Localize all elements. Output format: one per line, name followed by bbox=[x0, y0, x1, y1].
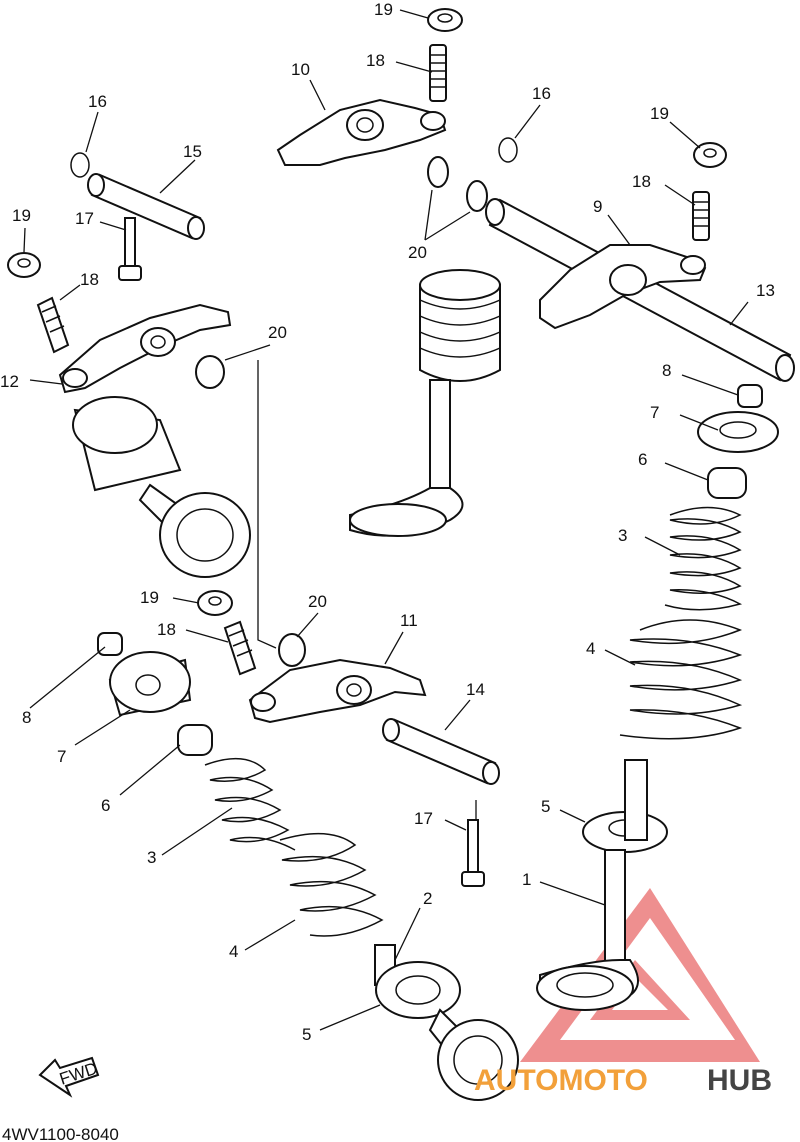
watermark-text-part1: AUTOMOTO bbox=[474, 1064, 648, 1097]
o-ring-16-left bbox=[70, 152, 90, 178]
callout-18: 18 bbox=[366, 51, 385, 70]
bolt-17-left bbox=[118, 217, 142, 281]
document-code: 4WV1100-8040 bbox=[2, 1125, 119, 1142]
callout-3: 3 bbox=[618, 526, 627, 545]
valve-left-lower bbox=[374, 944, 519, 1101]
callout-7: 7 bbox=[650, 403, 659, 422]
callout-8: 8 bbox=[22, 708, 31, 727]
bolt-17-lower bbox=[461, 819, 485, 887]
callout-17: 17 bbox=[414, 809, 433, 828]
callout-19: 19 bbox=[12, 206, 31, 225]
rocker-arm-10 bbox=[276, 98, 447, 166]
leader-lines bbox=[23, 9, 749, 1031]
adjuster-screw-18-left bbox=[36, 296, 70, 354]
callout-16: 16 bbox=[532, 84, 551, 103]
fwd-label: FWD bbox=[57, 1059, 100, 1089]
callout-14: 14 bbox=[466, 680, 485, 699]
adjuster-screw-18-lower bbox=[223, 620, 257, 676]
nut-19-top bbox=[427, 8, 463, 32]
o-ring-16-right bbox=[498, 137, 518, 163]
watermark-text: AUTOMOTO HUB bbox=[474, 1064, 772, 1097]
rocker-shaft-15 bbox=[87, 173, 205, 240]
valve-center bbox=[349, 269, 501, 537]
callout-18: 18 bbox=[157, 620, 176, 639]
oil-seal-6-left bbox=[177, 724, 213, 756]
callout-4: 4 bbox=[586, 639, 595, 658]
callout-5: 5 bbox=[302, 1025, 311, 1044]
callout-3: 3 bbox=[147, 848, 156, 867]
rocker-arm-11 bbox=[248, 658, 427, 724]
callout-18: 18 bbox=[632, 172, 651, 191]
callout-5: 5 bbox=[541, 797, 550, 816]
adjuster-screw-18-top bbox=[429, 44, 447, 102]
valve-left bbox=[72, 396, 251, 578]
valve-cotter-8-right bbox=[737, 384, 763, 408]
callout-8: 8 bbox=[662, 361, 671, 380]
fwd-arrow-icon: FWD bbox=[38, 1056, 100, 1098]
callout-9: 9 bbox=[593, 197, 602, 216]
shim-20-top-a bbox=[427, 156, 449, 188]
callout-15: 15 bbox=[183, 142, 202, 161]
callout-19: 19 bbox=[374, 0, 393, 19]
callout-13: 13 bbox=[756, 281, 775, 300]
shim-20-mid bbox=[195, 355, 225, 389]
callout-17: 17 bbox=[75, 209, 94, 228]
callout-19: 19 bbox=[140, 588, 159, 607]
callout-20: 20 bbox=[408, 243, 427, 262]
valve-cotter-8-left bbox=[97, 632, 123, 656]
callout-6: 6 bbox=[638, 450, 647, 469]
callout-1: 1 bbox=[522, 870, 531, 889]
callout-6: 6 bbox=[101, 796, 110, 815]
nut-19-lower bbox=[197, 590, 233, 616]
outer-spring-4-right bbox=[619, 619, 743, 740]
oil-seal-6-right bbox=[707, 467, 747, 499]
inner-spring-3-left bbox=[204, 757, 296, 851]
callout-18: 18 bbox=[80, 270, 99, 289]
callout-16: 16 bbox=[88, 92, 107, 111]
rocker-shaft-14 bbox=[382, 718, 500, 785]
callout-20: 20 bbox=[308, 592, 327, 611]
watermark-text-part2: HUB bbox=[707, 1064, 772, 1097]
callout-19: 19 bbox=[650, 104, 669, 123]
callout-2: 2 bbox=[423, 889, 432, 908]
callout-20: 20 bbox=[268, 323, 287, 342]
shim-20-lower bbox=[278, 633, 306, 667]
rocker-arm-12 bbox=[58, 303, 232, 394]
callout-11: 11 bbox=[400, 611, 418, 630]
callout-labels: 19 18 10 16 15 19 17 18 12 20 16 19 18 9… bbox=[0, 0, 775, 1044]
callout-7: 7 bbox=[57, 747, 66, 766]
valve-1 bbox=[536, 759, 648, 1011]
callout-12: 12 bbox=[0, 372, 19, 391]
adjuster-screw-18-right bbox=[692, 191, 710, 241]
inner-spring-3-right bbox=[664, 506, 743, 611]
rocker-arm-9 bbox=[539, 244, 707, 330]
spring-retainer-7-left bbox=[108, 651, 192, 717]
spring-retainer-7-right bbox=[697, 411, 779, 453]
nut-19-left bbox=[7, 252, 41, 278]
callout-4: 4 bbox=[229, 942, 238, 961]
nut-19-right bbox=[693, 142, 727, 168]
callout-10: 10 bbox=[291, 60, 310, 79]
shim-20-top-b bbox=[466, 180, 488, 212]
outer-spring-4-left bbox=[279, 832, 384, 937]
